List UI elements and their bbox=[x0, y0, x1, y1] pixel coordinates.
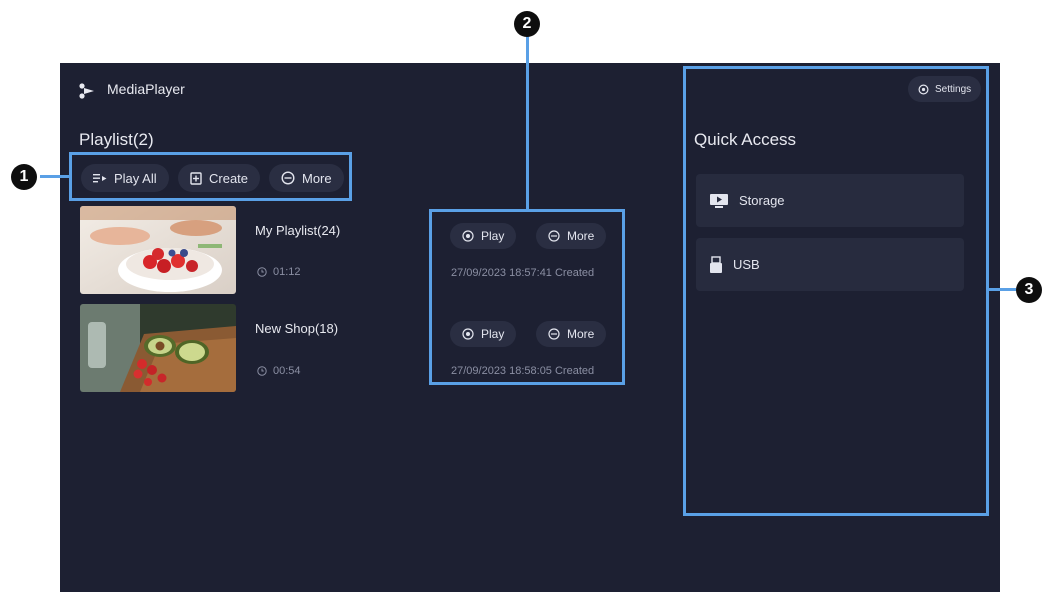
clock-icon bbox=[257, 267, 267, 277]
media-player-screen: MediaPlayer Playlist(2) Play All Create … bbox=[60, 63, 1000, 592]
annotation-box-toolbar bbox=[69, 152, 352, 201]
play-button[interactable]: Play bbox=[450, 321, 517, 347]
quick-access-title: Quick Access bbox=[694, 130, 797, 149]
settings-icon bbox=[918, 83, 929, 95]
duration-label: 01:12 bbox=[273, 266, 301, 278]
playlist-duration: 01:12 bbox=[257, 266, 301, 278]
playlist-title[interactable]: My Playlist(24) bbox=[255, 223, 341, 238]
storage-icon bbox=[710, 193, 728, 208]
more-label: More bbox=[567, 327, 595, 341]
annotation-badge-2: 2 bbox=[514, 11, 540, 37]
create-button[interactable]: Create bbox=[178, 164, 261, 192]
create-icon bbox=[190, 171, 202, 185]
more-label: More bbox=[302, 170, 332, 186]
play-icon bbox=[462, 230, 474, 242]
item-more-button[interactable]: More bbox=[536, 321, 607, 347]
more-button[interactable]: More bbox=[269, 164, 344, 192]
more-icon bbox=[548, 230, 560, 242]
duration-label: 00:54 bbox=[273, 365, 301, 377]
playlist-thumbnail[interactable] bbox=[80, 206, 236, 294]
annotation-box-quick-access bbox=[683, 66, 989, 516]
play-button[interactable]: Play bbox=[450, 223, 517, 249]
play-icon bbox=[462, 328, 474, 340]
annotation-badge-1: 1 bbox=[11, 164, 37, 190]
playlist-heading: Playlist(2) bbox=[79, 130, 154, 149]
playlist-title[interactable]: New Shop(18) bbox=[255, 321, 339, 336]
more-label: More bbox=[567, 229, 595, 243]
annotation-badge-3: 3 bbox=[1016, 277, 1042, 303]
usb-icon bbox=[710, 255, 722, 273]
annotation-leader bbox=[40, 175, 70, 178]
settings-button[interactable]: Settings bbox=[908, 76, 982, 102]
annotation-box-item-actions bbox=[429, 209, 625, 385]
settings-label: Settings bbox=[935, 83, 972, 95]
play-all-icon bbox=[93, 174, 107, 183]
storage-card[interactable]: Storage bbox=[696, 174, 964, 227]
storage-label: Storage bbox=[739, 193, 785, 208]
clock-icon bbox=[257, 366, 267, 376]
more-icon bbox=[548, 328, 560, 340]
more-icon bbox=[281, 171, 295, 185]
created-timestamp: 27/09/2023 18:57:41 Created bbox=[451, 267, 595, 279]
app-title: MediaPlayer bbox=[107, 81, 185, 97]
annotation-leader bbox=[526, 35, 529, 210]
create-label: Create bbox=[209, 170, 249, 186]
usb-card[interactable]: USB bbox=[696, 238, 964, 291]
created-timestamp: 27/09/2023 18:58:05 Created bbox=[451, 365, 595, 377]
playlist-thumbnail[interactable] bbox=[80, 304, 236, 392]
usb-label: USB bbox=[733, 257, 760, 272]
play-all-label: Play All bbox=[114, 170, 157, 186]
annotation-leader bbox=[988, 288, 1016, 291]
playlist-duration: 00:54 bbox=[257, 365, 301, 377]
play-label: Play bbox=[481, 327, 505, 341]
item-more-button[interactable]: More bbox=[536, 223, 607, 249]
play-all-button[interactable]: Play All bbox=[81, 164, 169, 192]
play-label: Play bbox=[481, 229, 505, 243]
logo-icon bbox=[79, 83, 94, 99]
